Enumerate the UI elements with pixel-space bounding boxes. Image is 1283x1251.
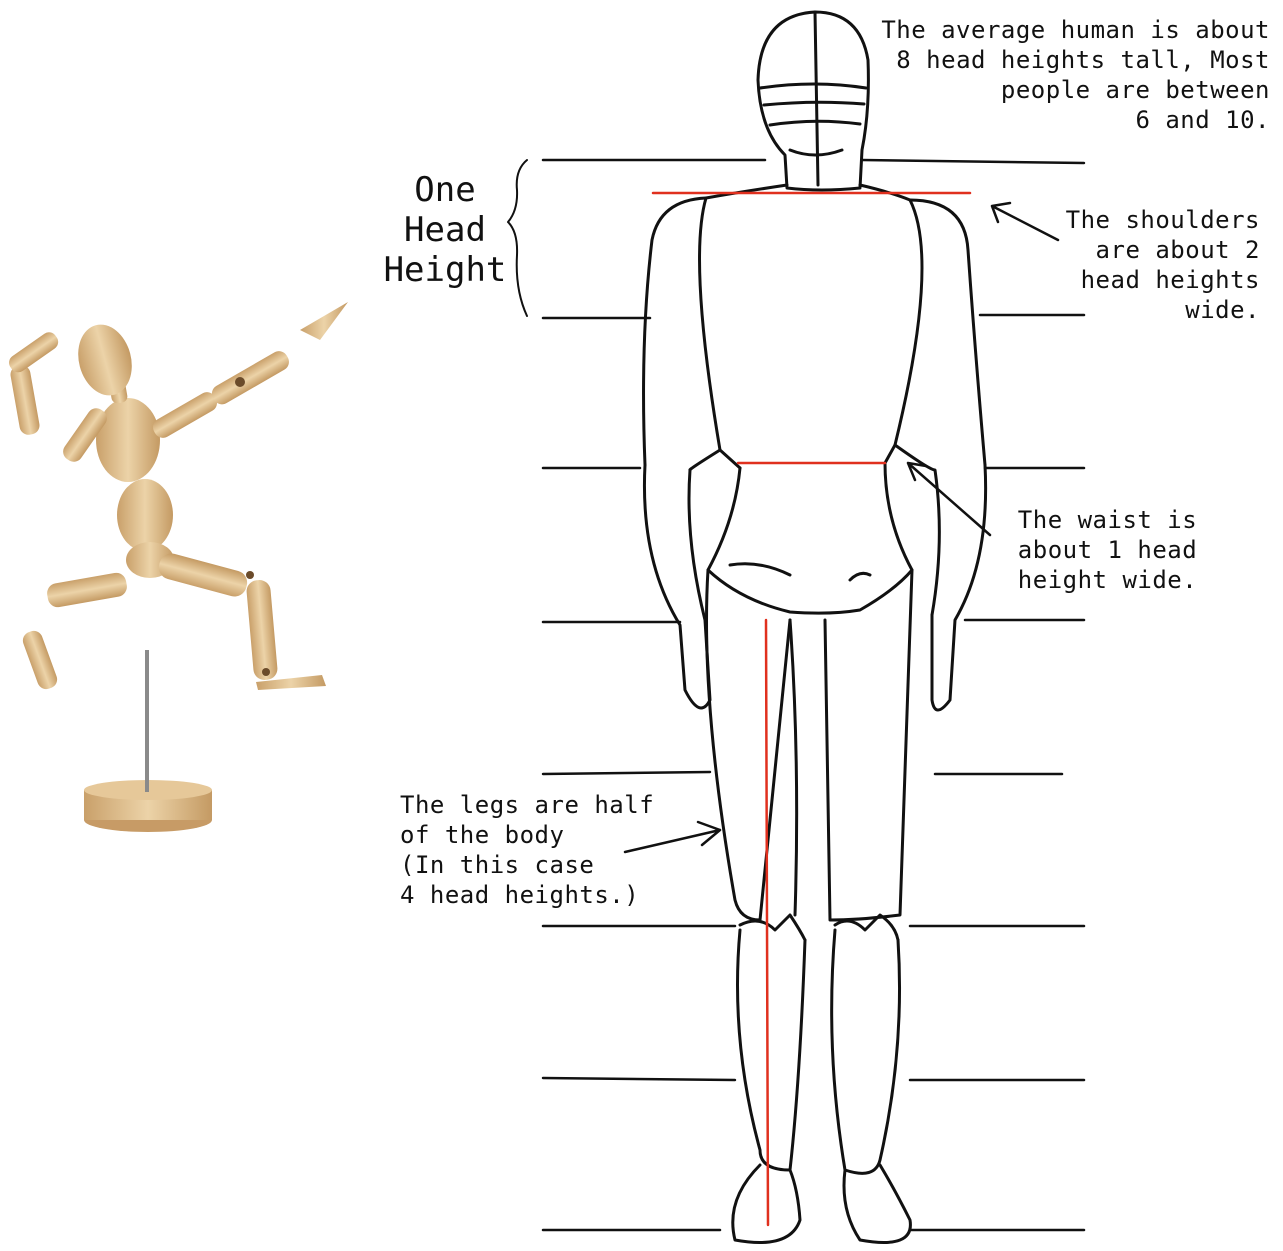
shoulders-note: The shoulders are about 2 head heights w… (1050, 205, 1260, 325)
head-height-brace (508, 160, 527, 316)
head-height-guides (543, 160, 1084, 1230)
one-head-height-label: One Head Height (380, 170, 510, 290)
legs-note: The legs are half of the body (In this c… (400, 790, 680, 910)
average-height-note: The average human is about 8 head height… (880, 15, 1270, 135)
waist-note: The waist is about 1 head height wide. (1000, 505, 1215, 595)
